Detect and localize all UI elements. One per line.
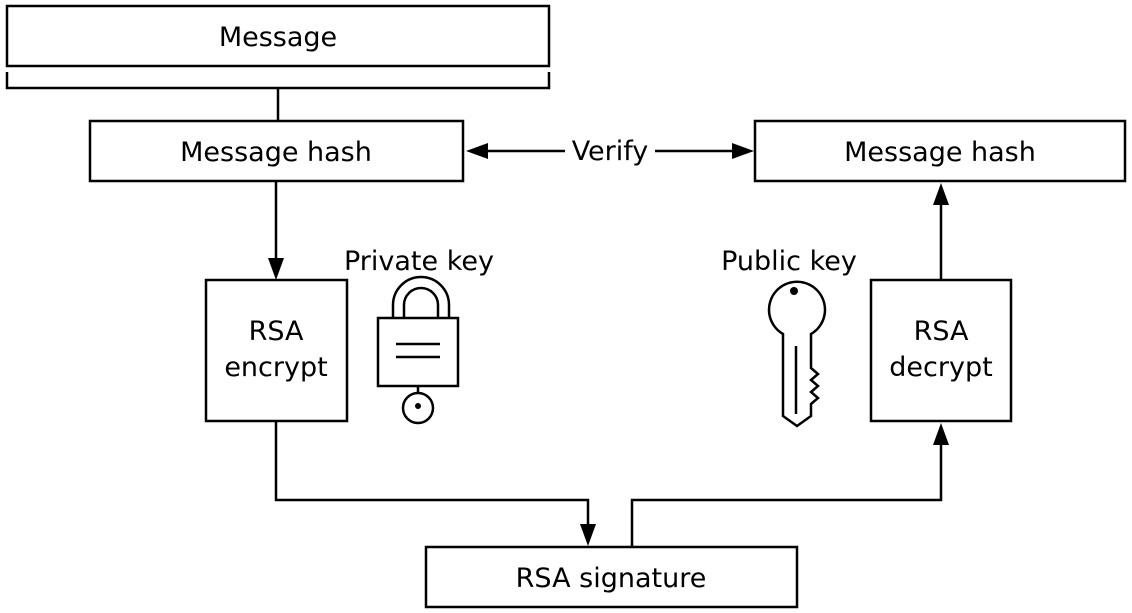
padlock-shackle-inner (402, 286, 440, 318)
message-box (5, 4, 551, 68)
verify-arrow-left-head (466, 143, 488, 159)
arrow-signature-to-decrypt-head (933, 423, 949, 445)
padlock-icon (376, 275, 460, 425)
arrow-encrypt-to-signature (274, 421, 590, 528)
key-icon (767, 280, 827, 428)
arrow-hash-to-encrypt-head (268, 258, 284, 280)
message-node: Message (5, 4, 551, 90)
message-label: Message (219, 22, 337, 53)
rsa-encrypt-label-line1: RSA (249, 316, 304, 347)
message-bracket (5, 72, 551, 90)
rsa-decrypt-label-line2: decrypt (889, 352, 992, 383)
rsa-encrypt-box (204, 278, 349, 423)
padlock-key-hole (415, 403, 421, 409)
verify-label: Verify (572, 136, 649, 167)
message-hash-right-label: Message hash (844, 137, 1036, 168)
private-key-label: Private key (344, 246, 494, 277)
message-hash-right-box (753, 119, 1127, 183)
arrow-encrypt-to-signature-head (580, 524, 596, 546)
arrow-decrypt-to-hash-head (933, 183, 949, 205)
rsa-signature-box (424, 545, 799, 609)
verify-arrow: Verify (466, 136, 754, 167)
rsa-decrypt-node: RSA decrypt (869, 278, 1013, 423)
key-hole (790, 287, 798, 295)
verify-arrow-right-head (732, 143, 754, 159)
padlock-shackle-outer (391, 275, 451, 318)
rsa-decrypt-box (869, 278, 1013, 423)
public-key-label: Public key (721, 246, 857, 277)
message-hash-left-label: Message hash (180, 137, 372, 168)
arrow-signature-to-decrypt (630, 440, 943, 546)
padlock-body (376, 316, 460, 388)
message-hash-left-node: Message hash (88, 119, 465, 183)
message-hash-left-box (88, 119, 465, 183)
rsa-decrypt-label-line1: RSA (914, 316, 969, 347)
message-hash-right-node: Message hash (753, 119, 1127, 183)
rsa-signature-node: RSA signature (424, 545, 799, 609)
rsa-signature-label: RSA signature (516, 563, 707, 594)
rsa-encrypt-label-line2: encrypt (224, 352, 327, 383)
rsa-encrypt-node: RSA encrypt (204, 278, 349, 423)
